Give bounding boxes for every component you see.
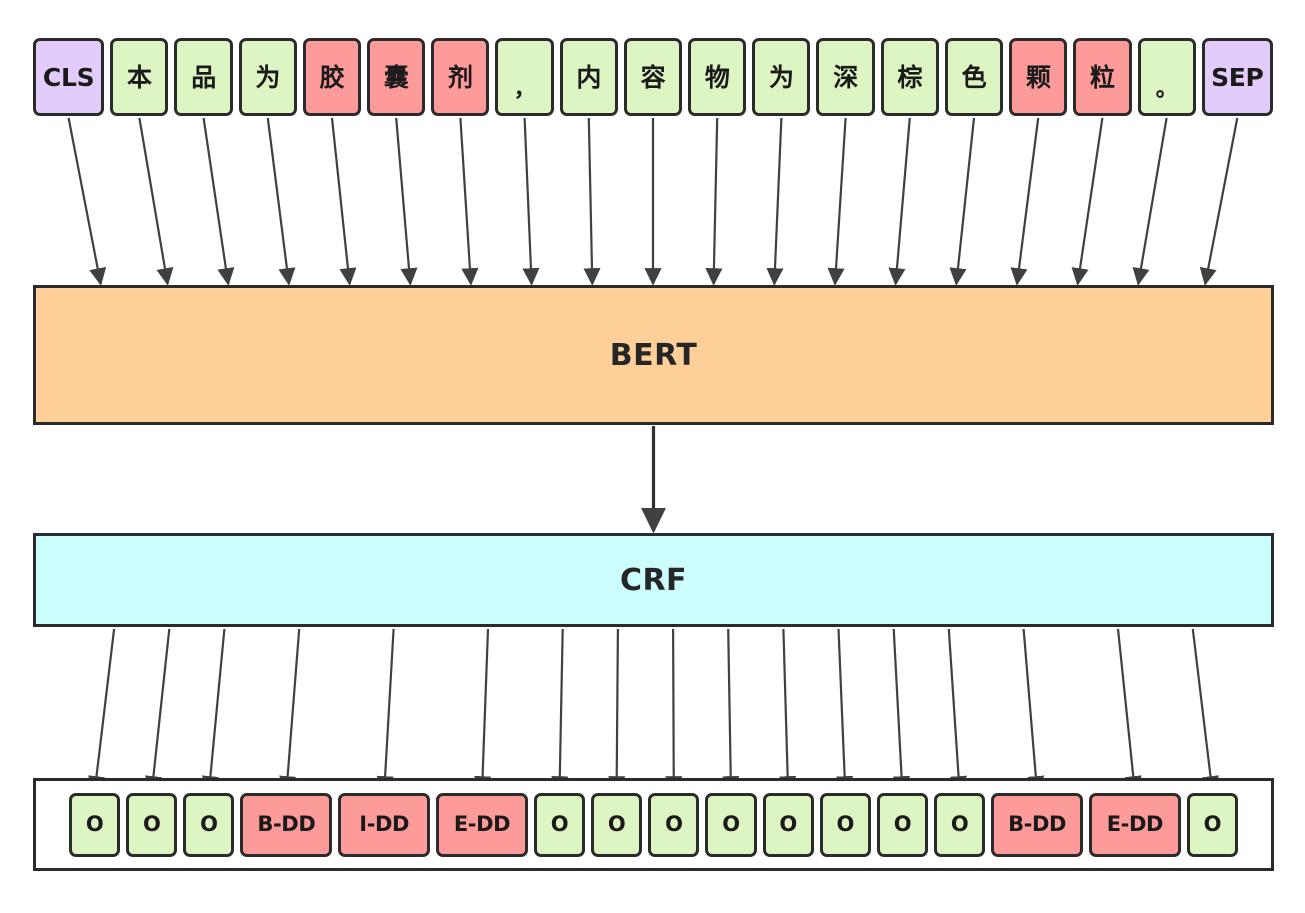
input-token-label: ， — [513, 77, 536, 102]
input-token-label: SEP — [1211, 62, 1264, 92]
output-tag-label: I-DD — [359, 812, 410, 836]
output-tag-container: O O O B-DD I-DD E-DD O O O O O O O O B-DD E-DD O — [33, 778, 1274, 871]
input-token-label: 为 — [255, 62, 281, 92]
output-tag-label: O — [200, 812, 218, 836]
output-tag-label: O — [1203, 812, 1222, 836]
input-token-8[interactable]: 内 — [559, 38, 618, 116]
output-tag-12[interactable]: O — [876, 792, 928, 857]
input-token-label: CLS — [42, 62, 95, 92]
output-tag-14[interactable]: B-DD — [991, 792, 1083, 857]
output-tag-label: B-DD — [1008, 812, 1067, 836]
input-token-label: 色 — [961, 62, 987, 92]
output-tag-5[interactable]: E-DD — [436, 792, 528, 857]
output-tag-9[interactable]: O — [705, 792, 757, 857]
input-token-label: 棕 — [897, 62, 923, 92]
output-tag-0[interactable]: O — [69, 792, 121, 857]
input-token-label: 粒 — [1090, 62, 1115, 92]
output-tag-label: O — [779, 812, 797, 836]
input-token-label: 。 — [1155, 77, 1178, 102]
input-token-0[interactable]: CLS — [33, 38, 105, 116]
output-tag-label: E-DD — [1106, 812, 1164, 836]
input-token-6[interactable]: 剂 — [431, 38, 490, 116]
input-token-label: 胶 — [319, 62, 345, 92]
input-token-2[interactable]: 品 — [174, 38, 233, 116]
bert-block[interactable]: BERT — [33, 285, 1274, 425]
output-tag-label: O — [722, 812, 740, 836]
input-token-18[interactable]: SEP — [1201, 38, 1273, 116]
input-token-15[interactable]: 颗 — [1009, 38, 1068, 116]
output-tag-13[interactable]: O — [934, 792, 986, 857]
input-token-label: 内 — [576, 62, 602, 92]
input-token-13[interactable]: 棕 — [880, 38, 939, 116]
input-token-label: 物 — [704, 62, 730, 92]
input-token-label: 剂 — [448, 62, 473, 92]
output-tag-6[interactable]: O — [533, 792, 586, 857]
crf-block[interactable]: CRF — [33, 533, 1274, 627]
input-token-label: 深 — [833, 62, 858, 92]
input-token-label: 颗 — [1025, 62, 1051, 92]
input-token-7[interactable]: ， — [495, 38, 554, 116]
output-tag-label: O — [85, 812, 104, 836]
input-token-11[interactable]: 为 — [752, 38, 811, 116]
output-tag-11[interactable]: O — [819, 792, 871, 857]
output-tag-label: O — [607, 812, 626, 836]
input-token-label: 品 — [191, 62, 216, 92]
output-tag-label: E-DD — [453, 812, 511, 836]
input-token-14[interactable]: 色 — [944, 38, 1004, 116]
input-token-label: 囊 — [383, 62, 409, 92]
bert-label: BERT — [609, 337, 698, 373]
output-tag-label: O — [893, 812, 912, 836]
output-tag-7[interactable]: O — [591, 792, 643, 857]
output-tag-2[interactable]: O — [183, 792, 235, 857]
output-tag-row: O O O B-DD I-DD E-DD O O O O O O O O B-DD E-DD O — [69, 792, 1238, 857]
input-token-10[interactable]: 物 — [688, 38, 747, 116]
input-token-17[interactable]: 。 — [1137, 38, 1196, 116]
output-tag-label: O — [550, 812, 569, 836]
output-tag-8[interactable]: O — [648, 792, 700, 857]
input-token-label: 为 — [769, 62, 794, 92]
output-tag-16[interactable]: O — [1186, 792, 1238, 857]
input-token-1[interactable]: 本 — [110, 38, 169, 116]
output-tag-label: O — [950, 812, 969, 836]
output-tag-10[interactable]: O — [762, 792, 814, 857]
output-tag-label: O — [143, 812, 161, 836]
input-token-label: 本 — [127, 62, 152, 92]
input-token-5[interactable]: 囊 — [367, 38, 426, 116]
output-tag-3[interactable]: B-DD — [240, 792, 333, 857]
output-tag-label: B-DD — [257, 812, 316, 836]
input-token-16[interactable]: 粒 — [1073, 38, 1132, 116]
output-tag-4[interactable]: I-DD — [338, 792, 431, 857]
output-tag-label: O — [665, 812, 683, 836]
input-token-row: CLS 本 品 为 胶 囊 剂 ， 内 容 物 为 深 棕 色 颗 粒。 SEP — [33, 38, 1273, 116]
input-token-9[interactable]: 容 — [623, 38, 683, 116]
output-tag-1[interactable]: O — [126, 792, 178, 857]
output-tag-15[interactable]: E-DD — [1088, 792, 1181, 857]
crf-label: CRF — [619, 562, 688, 598]
input-token-label: 容 — [640, 62, 666, 92]
input-token-4[interactable]: 胶 — [302, 38, 362, 116]
input-token-12[interactable]: 深 — [816, 38, 875, 116]
output-tag-label: O — [836, 812, 855, 836]
input-token-3[interactable]: 为 — [238, 38, 297, 116]
